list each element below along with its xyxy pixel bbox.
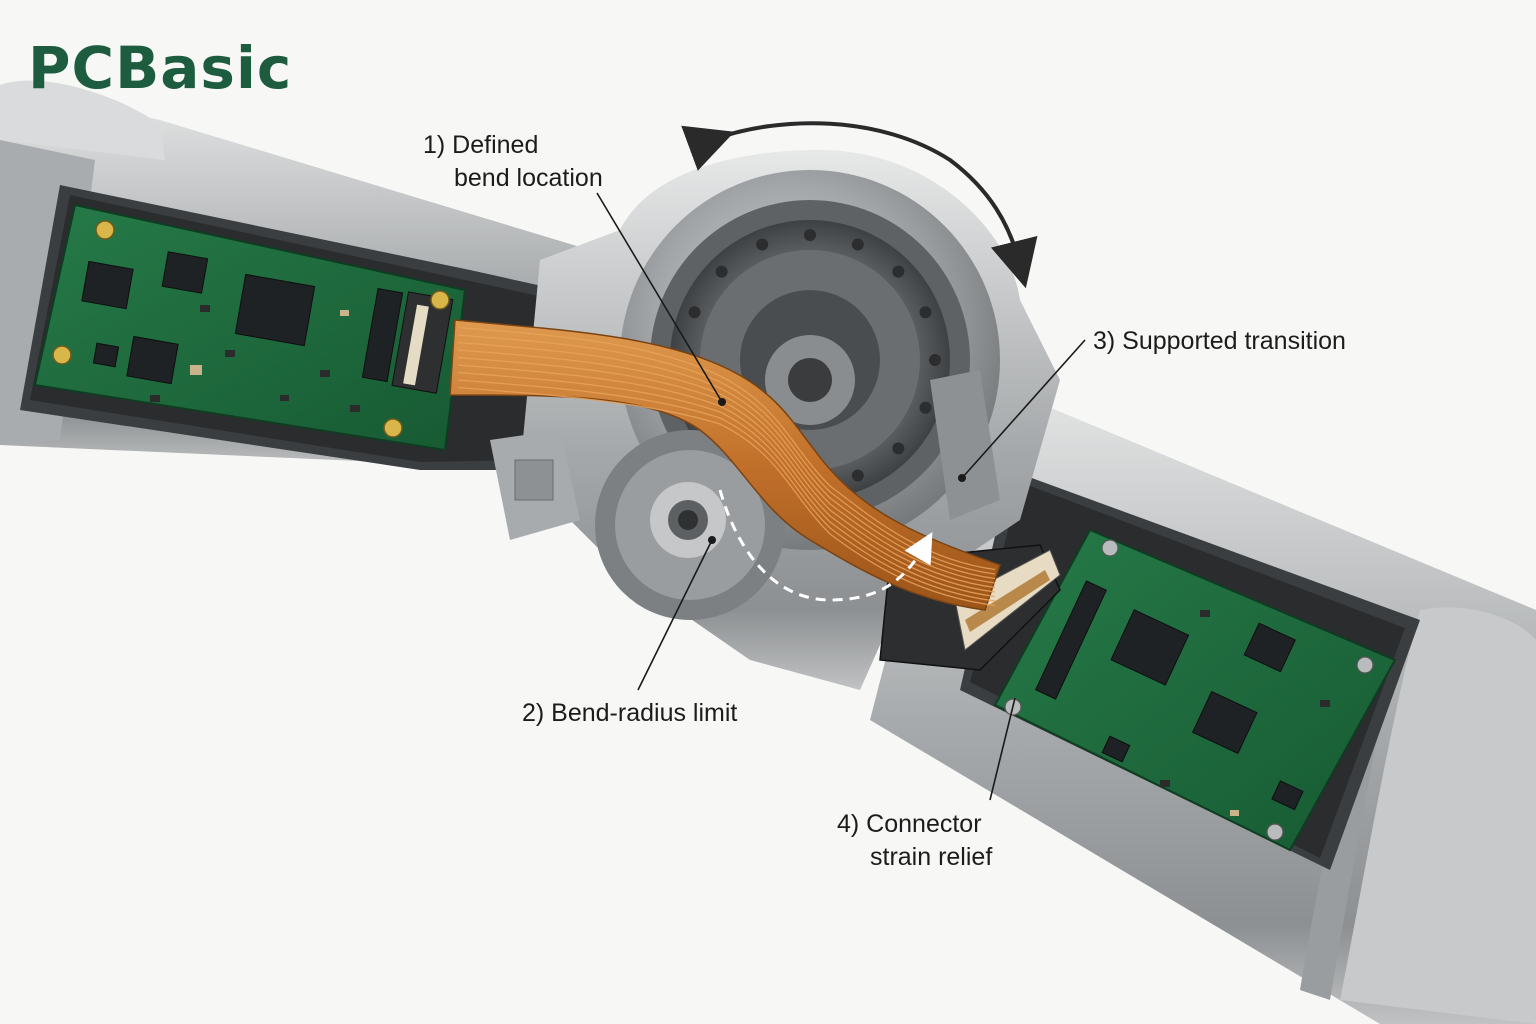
callout-supported-transition: 3) Supported transition (1093, 327, 1346, 355)
callout-2-point (708, 536, 716, 544)
brand-logo: PCBasic (28, 34, 292, 102)
bolt-hole (851, 469, 864, 482)
bend-radius-guide (595, 430, 785, 620)
callout-connector-strain-relief: 4) Connector strain relief (837, 810, 992, 871)
bolt-hole (919, 306, 932, 319)
flex-trace (457, 334, 996, 575)
bolt-hole (892, 442, 905, 455)
left-pcb (33, 203, 467, 452)
rotation-arrow-icon (681, 121, 1038, 289)
callout-bend-radius-limit: 2) Bend-radius limit (522, 699, 737, 727)
flex-trace (457, 386, 996, 607)
bolt-hole (688, 306, 701, 319)
flex-trace (457, 379, 996, 602)
bolt-hole (804, 229, 816, 241)
flex-trace (457, 349, 996, 584)
flex-trace (457, 371, 996, 598)
bolt-hole (892, 265, 905, 278)
flex-trace (457, 356, 996, 589)
callout-3-point (958, 474, 966, 482)
callout-3-leader (961, 339, 1086, 479)
flex-cable-traces (457, 326, 996, 607)
callout-1-point (718, 398, 726, 406)
flex-trace (457, 364, 996, 593)
bolt-hole (851, 238, 864, 251)
flex-trace (457, 341, 996, 580)
bolt-hole (715, 265, 728, 278)
bolt-hole (756, 238, 769, 251)
bolt-hole (929, 354, 941, 366)
callout-bend-location: 1) Defined bend location (423, 131, 603, 192)
callout-2-leader (637, 539, 713, 691)
flex-cable (449, 319, 1001, 611)
bend-path-arrow (718, 489, 933, 602)
callout-1-leader (596, 192, 723, 403)
right-pcb (993, 528, 1397, 852)
callout-4-leader (989, 697, 1016, 801)
bolt-hole (919, 401, 932, 414)
flex-trace (457, 326, 996, 571)
